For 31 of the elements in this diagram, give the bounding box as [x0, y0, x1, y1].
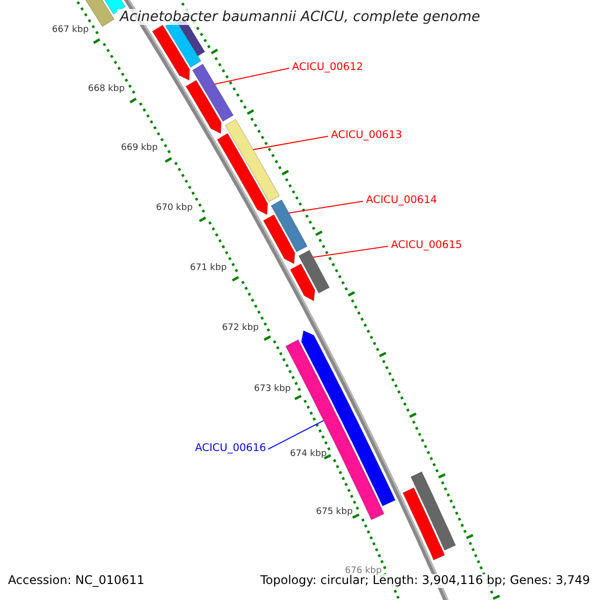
tick-label: 669 kbp	[121, 143, 158, 154]
leader-line	[252, 136, 328, 150]
gene-feature	[216, 132, 268, 216]
tick-label: 673 kbp	[254, 384, 291, 394]
gene-label: ACICU_00613	[331, 129, 402, 142]
gene-bar	[270, 200, 308, 252]
tick-label: 675 kbp	[316, 507, 353, 518]
accession-text: Accession: NC_010611	[8, 574, 144, 588]
gene-label: ACICU_00614	[366, 194, 438, 206]
gene-bar	[224, 119, 280, 202]
genome-info-text: Topology: circular; Length: 3,904,116 bp; Genes: 3,749	[260, 574, 590, 588]
tick-label: 667 kbp	[52, 25, 89, 36]
tick-label: 676 kbp	[345, 566, 382, 576]
gene-feature	[152, 24, 190, 81]
leader-line	[268, 420, 324, 450]
gene-bar	[298, 250, 330, 294]
tick-label: 674 kbp	[290, 449, 327, 460]
gene-label: ACICU_00615	[391, 239, 462, 252]
gene-label: ACICU_00612	[292, 61, 364, 74]
gene-label: ACICU_00616	[195, 442, 266, 454]
tick-label: 672 kbp	[222, 323, 259, 334]
gene-bar	[402, 487, 445, 560]
tick-label: 670 kbp	[156, 203, 193, 214]
gene-feature	[290, 264, 316, 302]
tick-label: 671 kbp	[190, 263, 227, 274]
tick-label: 668 kbp	[88, 84, 125, 94]
gene-bar	[410, 471, 456, 551]
leader-line	[312, 246, 388, 258]
gene-feature	[185, 80, 222, 134]
gene-feature	[263, 214, 296, 264]
gene-bar	[192, 64, 234, 122]
